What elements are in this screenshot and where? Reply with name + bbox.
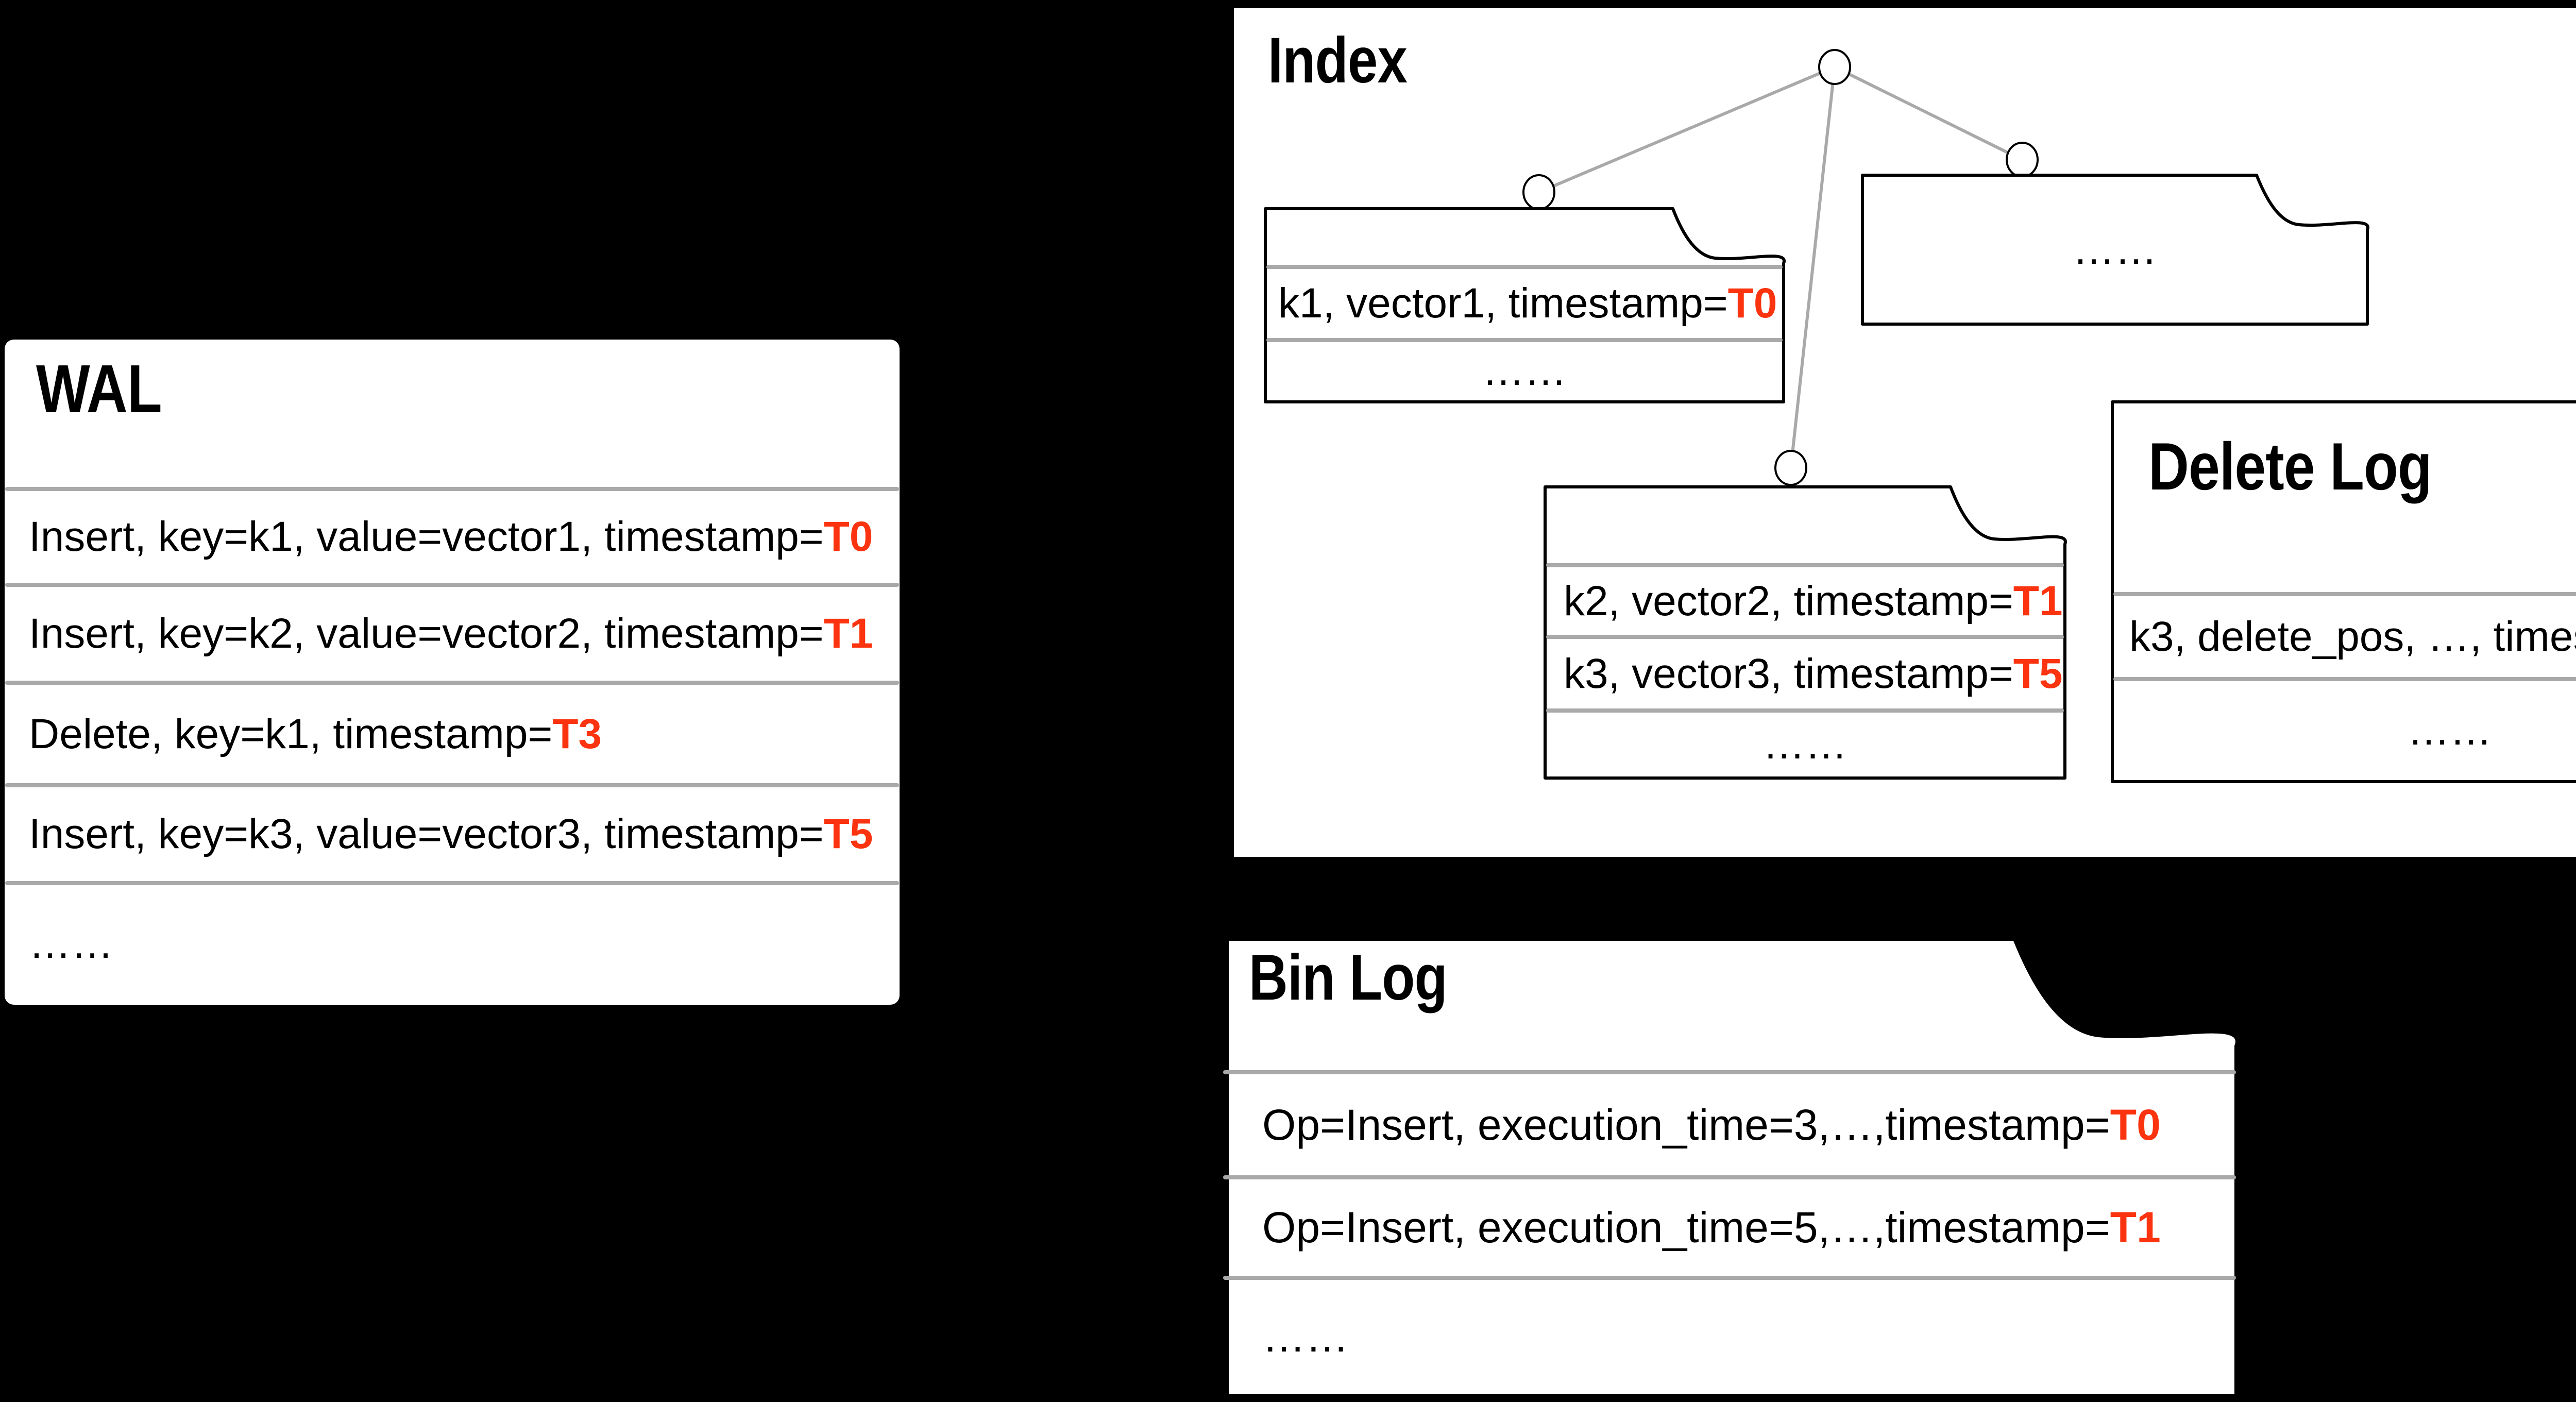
delete-log-doc bbox=[2111, 400, 2576, 783]
wal-row-timestamp: T0 bbox=[823, 513, 873, 560]
wal-row-ellipsis: …… bbox=[29, 883, 884, 1005]
bin-log-title: Bin Log bbox=[1249, 942, 1448, 1014]
delete-log-row: k3, delete_pos, …, timestamp=T3 bbox=[2129, 594, 2576, 679]
wal-row: Delete, key=k1, timestamp=T3 bbox=[29, 683, 884, 785]
segment-row-text: k2, vector2, timestamp= bbox=[1564, 578, 2013, 624]
segment-k1-row: k1, vector1, timestamp=T0 bbox=[1278, 267, 1777, 340]
segment-k1-row-ellipsis: …… bbox=[1265, 340, 1784, 402]
wal-row-text: Insert, key=k1, value=vector1, timestamp… bbox=[29, 513, 824, 560]
tree-node-right bbox=[2006, 142, 2039, 178]
segment-k2k3-row: k2, vector2, timestamp=T1 bbox=[1564, 565, 2062, 637]
segment-doc-k2k3 bbox=[1544, 485, 2067, 780]
wal-row-text: Insert, key=k3, value=vector3, timestamp… bbox=[29, 810, 824, 857]
tree-node-left bbox=[1522, 174, 1555, 210]
delete-log-row-ellipsis: …… bbox=[2112, 679, 2576, 782]
bin-log-row-text: …… bbox=[1262, 1312, 1349, 1361]
tree-edge-center bbox=[1789, 66, 1836, 468]
bin-log-row-ellipsis: …… bbox=[1262, 1278, 1349, 1395]
segment-doc-more bbox=[1861, 174, 2369, 326]
bin-log-row: Op=Insert, execution_time=5,…,timestamp=… bbox=[1262, 1177, 2161, 1278]
tree-root-node bbox=[1818, 49, 1851, 85]
segment-k2k3-row: k3, vector3, timestamp=T5 bbox=[1564, 637, 2062, 711]
wal-title: WAL bbox=[36, 351, 162, 427]
segment-row-text: …… bbox=[1762, 721, 1848, 768]
bin-log-row: Op=Insert, execution_time=3,…,timestamp=… bbox=[1262, 1072, 2161, 1177]
bin-log-edge-tick bbox=[1213, 1124, 1229, 1136]
bin-log-row-timestamp: T0 bbox=[2110, 1101, 2161, 1149]
wal-row-text: Delete, key=k1, timestamp= bbox=[29, 711, 553, 757]
wal-row-timestamp: T5 bbox=[823, 810, 873, 857]
segment-row-text: …… bbox=[1482, 347, 1567, 394]
segment-row-text: …… bbox=[2073, 226, 2157, 273]
wal-row: Insert, key=k1, value=vector1, timestamp… bbox=[29, 489, 884, 585]
segment-row-timestamp: T5 bbox=[2013, 650, 2063, 697]
delete-log-row-text: k3, delete_pos, …, timestamp= bbox=[2129, 613, 2576, 660]
wal-row-text: …… bbox=[29, 920, 113, 967]
segment-row-text: k3, vector3, timestamp= bbox=[1564, 650, 2013, 697]
wal-row-timestamp: T3 bbox=[552, 711, 602, 757]
tree-edge-right bbox=[1834, 65, 2023, 161]
bin-log-row-timestamp: T1 bbox=[2110, 1203, 2161, 1252]
segment-doc-k1 bbox=[1264, 207, 1786, 403]
bin-log-row-text: Op=Insert, execution_time=5,…,timestamp= bbox=[1262, 1203, 2110, 1252]
bin-log-row-text: Op=Insert, execution_time=3,…,timestamp= bbox=[1262, 1101, 2110, 1149]
delete-log-row-text: …… bbox=[2408, 707, 2492, 754]
segment-k2k3-row-ellipsis: …… bbox=[1545, 711, 2065, 778]
segment-row-text: k1, vector1, timestamp= bbox=[1278, 280, 1728, 327]
wal-row: Insert, key=k2, value=vector2, timestamp… bbox=[29, 585, 884, 683]
segment-row-timestamp: T1 bbox=[2013, 578, 2063, 624]
tree-edge-left bbox=[1538, 65, 1836, 194]
wal-row-timestamp: T1 bbox=[823, 610, 873, 657]
tree-node-center bbox=[1774, 450, 1807, 486]
index-title: Index bbox=[1268, 25, 1408, 96]
wal-row: Insert, key=k3, value=vector3, timestamp… bbox=[29, 785, 884, 883]
segment-row-timestamp: T0 bbox=[1727, 280, 1777, 327]
bin-log-doc bbox=[1226, 938, 2239, 1397]
wal-box bbox=[5, 340, 900, 1005]
wal-row-text: Insert, key=k2, value=vector2, timestamp… bbox=[29, 610, 824, 657]
segment-more-row-ellipsis: …… bbox=[1862, 175, 2367, 324]
delete-log-title: Delete Log bbox=[2148, 429, 2432, 504]
